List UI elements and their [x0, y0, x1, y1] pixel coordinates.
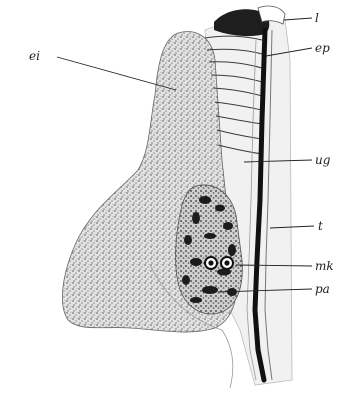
label-ug: ug — [315, 154, 330, 166]
leader-l — [284, 18, 312, 20]
label-ei: ei — [29, 50, 40, 62]
label-pa: pa — [315, 283, 330, 295]
label-t: t — [318, 220, 323, 232]
label-ep: ep — [315, 42, 330, 54]
label-mk: mk — [315, 260, 334, 272]
label-l: l — [315, 12, 319, 24]
